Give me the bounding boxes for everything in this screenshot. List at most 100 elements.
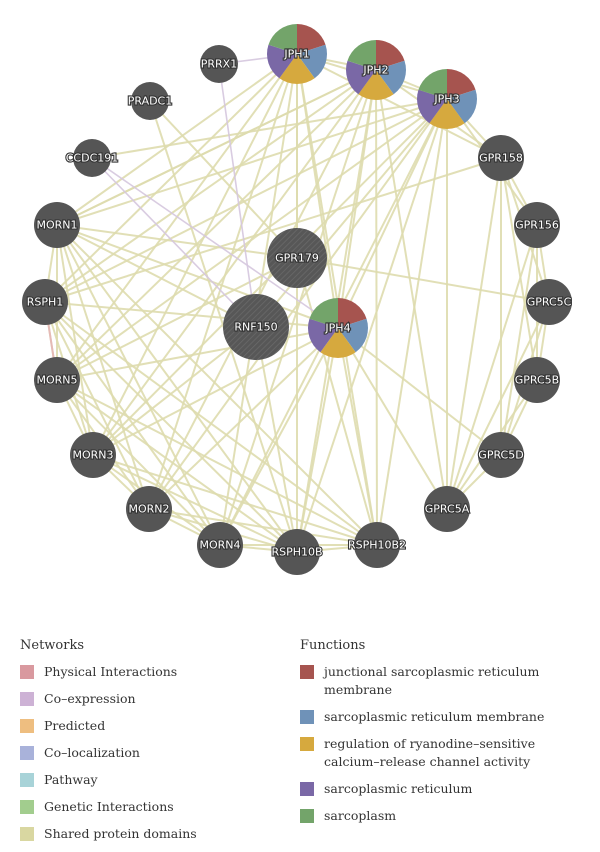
node-circle — [424, 486, 470, 532]
shared-domain-edge — [44, 69, 377, 303]
legend-swatch — [300, 710, 314, 724]
pie-slice-3 — [279, 54, 315, 84]
gene-node-morn3[interactable]: MORN3 — [70, 432, 116, 478]
gene-node-morn1[interactable]: MORN1 — [34, 202, 80, 248]
shared-domain-edge — [296, 257, 550, 303]
gene-node-morn5[interactable]: MORN5 — [34, 357, 80, 403]
node-label: JPH1 — [283, 48, 309, 61]
shared-domain-edge — [56, 224, 378, 546]
shared-domain-edge — [44, 301, 298, 553]
pie-slice-5 — [418, 69, 447, 99]
legend-item: regulation of ryanodine–sensitive calciu… — [300, 735, 585, 771]
node-label: GPRC5C — [527, 296, 572, 309]
node-label: GPR156 — [515, 219, 559, 232]
shared-domain-edge — [500, 224, 538, 456]
node-circle — [274, 529, 320, 575]
node-label: CCDC191 — [66, 152, 119, 165]
gene-node-morn2[interactable]: MORN2 — [126, 486, 172, 532]
gene-node-gprc5a[interactable]: GPRC5A — [424, 486, 471, 532]
node-label: MORN3 — [72, 449, 113, 462]
node-label: RNF150 — [234, 321, 277, 334]
pie-slice-4 — [267, 44, 297, 79]
node-circle — [223, 294, 289, 360]
node-circle — [514, 357, 560, 403]
pie-slice-1 — [297, 24, 326, 54]
functions-legend-title: Functions — [300, 638, 366, 653]
legend-item: Physical Interactions — [20, 663, 290, 681]
gene-node-jph2[interactable]: JPH2 — [346, 40, 407, 100]
node-label: MORN1 — [36, 219, 77, 232]
gene-node-pradc1[interactable]: PRADC1 — [127, 82, 173, 120]
gene-node-rnf150[interactable]: RNF150 — [223, 294, 289, 360]
gene-node-jph4[interactable]: JPH4 — [308, 298, 369, 358]
gene-node-gpr158[interactable]: GPR158 — [478, 135, 524, 181]
shared-domain-edge — [56, 224, 298, 259]
legend-swatch — [300, 782, 314, 796]
pie-slice-4 — [417, 89, 447, 124]
shared-domain-edge — [375, 69, 378, 546]
shared-domain-edge — [56, 379, 221, 546]
functions-legend-list: junctional sarcoplasmic reticulum membra… — [300, 663, 585, 825]
legend-label: Physical Interactions — [44, 664, 178, 679]
shared-domain-edge — [148, 508, 378, 546]
pie-slice-2 — [376, 60, 407, 95]
legend-item: Pathway — [20, 771, 290, 789]
node-label: MORN4 — [199, 539, 240, 552]
gene-node-jph1[interactable]: JPH1 — [267, 24, 327, 84]
node-circle — [514, 202, 560, 248]
legend-swatch — [20, 800, 34, 814]
gene-node-gpr179[interactable]: GPR179 — [267, 228, 327, 288]
gene-node-gpr156[interactable]: GPR156 — [514, 202, 560, 248]
shared-domain-edge — [91, 98, 448, 159]
node-circle — [478, 135, 524, 181]
gene-node-prrx1[interactable]: PRRX1 — [200, 45, 238, 83]
shared-domain-edge — [92, 326, 257, 456]
shared-domain-edge — [219, 69, 377, 546]
shared-domain-edge — [337, 98, 448, 329]
legend-item: sarcoplasmic reticulum — [300, 780, 585, 798]
node-label: RSPH1 — [27, 296, 64, 309]
shared-domain-edge — [92, 98, 448, 456]
node-circle — [200, 45, 238, 83]
gene-node-rsph10b[interactable]: RSPH10B — [270, 529, 324, 575]
shared-domain-edge — [148, 327, 339, 510]
shared-domain-edge — [148, 53, 298, 510]
node-label: GPRC5A — [425, 503, 470, 516]
node-circle — [34, 202, 80, 248]
gene-node-morn4[interactable]: MORN4 — [197, 522, 243, 568]
shared-domain-edge — [446, 224, 538, 510]
node-label: MORN5 — [36, 374, 77, 387]
node-label: PRADC1 — [128, 95, 173, 108]
legend-item: sarcoplasm — [300, 807, 585, 825]
shared-domain-edge — [56, 224, 257, 328]
shared-domain-edge — [56, 98, 448, 381]
legend-label: Pathway — [44, 772, 98, 787]
gene-node-rsph1[interactable]: RSPH1 — [22, 279, 68, 325]
shared-domain-edge — [56, 69, 377, 226]
gene-node-ccdc191[interactable]: CCDC191 — [65, 139, 119, 177]
node-circle — [22, 279, 68, 325]
shared-domain-edge — [375, 69, 448, 510]
gene-node-gprc5c[interactable]: GPRC5C — [526, 279, 573, 325]
pie-slice-3 — [358, 70, 394, 100]
legend-item: Co–localization — [20, 744, 290, 762]
legend-label: junctional sarcoplasmic reticulum membra… — [324, 664, 540, 697]
legend-label: sarcoplasmic reticulum — [324, 781, 473, 796]
legend-label: Genetic Interactions — [44, 799, 174, 814]
node-circle — [526, 279, 572, 325]
shared-domain-edge — [56, 257, 298, 381]
gene-node-jph3[interactable]: JPH3 — [417, 69, 478, 129]
legend-swatch — [300, 809, 314, 823]
node-label: MORN2 — [128, 503, 169, 516]
shared-domain-edge — [44, 157, 502, 303]
gene-node-gprc5d[interactable]: GPRC5D — [477, 432, 525, 478]
shared-domain-edge — [446, 301, 550, 510]
gene-node-gprc5b[interactable]: GPRC5B — [514, 357, 560, 403]
pie-slice-4 — [346, 60, 376, 95]
pie-slice-1 — [447, 69, 476, 99]
legend-label: Co–expression — [44, 691, 136, 706]
shared-domain-edge — [56, 379, 298, 553]
gene-node-rsph10b2[interactable]: RSPH10B2 — [347, 522, 407, 568]
